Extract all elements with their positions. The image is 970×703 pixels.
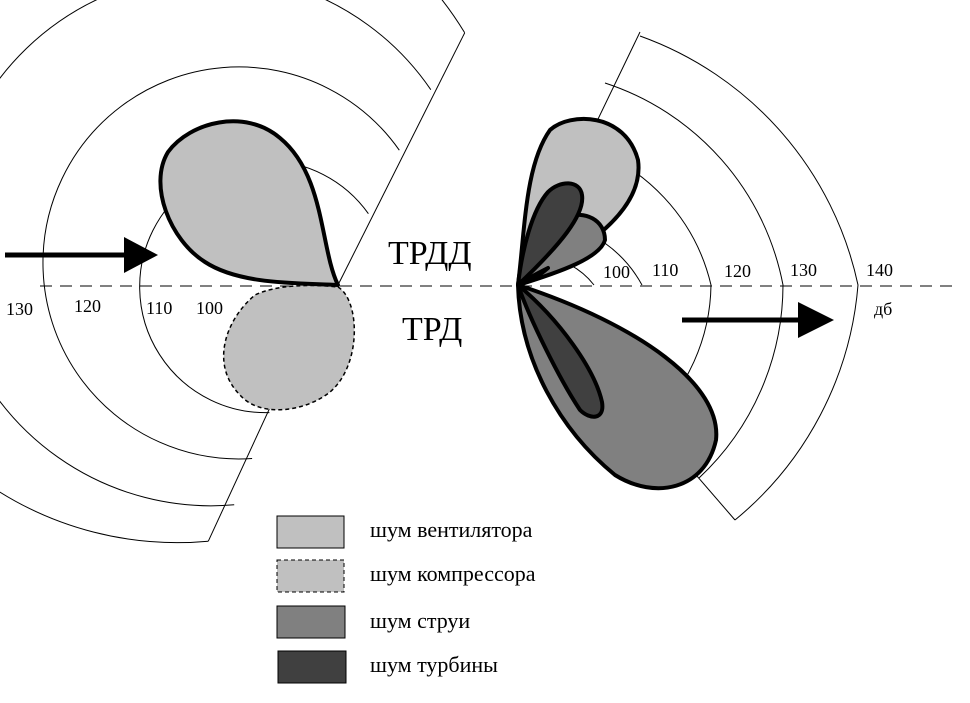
right-arc-130 bbox=[604, 82, 784, 479]
lobe-turbine-sliver bbox=[516, 266, 550, 287]
left-arc-120 bbox=[0, 0, 432, 507]
right-tick-140: 140 bbox=[866, 260, 893, 280]
right-tick-130: 130 bbox=[790, 260, 817, 280]
legend: шум вентилятора шум компрессора шум стру… bbox=[276, 515, 536, 684]
engine-label-turbojet: ТРД bbox=[402, 311, 462, 348]
legend-swatch-turbine bbox=[277, 650, 347, 684]
legend-swatch-compressor bbox=[276, 559, 345, 593]
legend-label-jet: шум струи bbox=[370, 608, 470, 633]
engine-label-turbofan: ТРДД bbox=[388, 235, 472, 272]
right-tick-100: 100 bbox=[603, 262, 630, 282]
right-tick-110: 110 bbox=[652, 260, 678, 280]
left-tick-130: 130 bbox=[6, 299, 33, 319]
lobe-turbine-lower bbox=[516, 283, 605, 419]
left-tick-100: 100 bbox=[196, 298, 223, 318]
legend-swatch-fan bbox=[276, 515, 345, 549]
legend-label-compressor: шум компрессора bbox=[370, 561, 536, 586]
right-arc-140 bbox=[639, 35, 859, 521]
lobe-compressor bbox=[223, 284, 355, 411]
left-boundary-ray-upper bbox=[337, 32, 466, 286]
left-tick-110: 110 bbox=[146, 298, 172, 318]
lobe-fan-left bbox=[158, 119, 340, 287]
left-arc-110 bbox=[42, 66, 400, 460]
inlet-arrow bbox=[5, 237, 158, 273]
unit-label: дб bbox=[874, 299, 892, 319]
legend-label-fan: шум вентилятора bbox=[370, 517, 533, 542]
lobe-turbine-upper bbox=[516, 181, 585, 287]
exhaust-arrow bbox=[682, 302, 834, 338]
left-tick-120: 120 bbox=[74, 296, 101, 316]
legend-swatch-jet bbox=[276, 605, 346, 639]
legend-label-turbine: шум турбины bbox=[370, 652, 498, 677]
right-tick-120: 120 bbox=[724, 261, 751, 281]
